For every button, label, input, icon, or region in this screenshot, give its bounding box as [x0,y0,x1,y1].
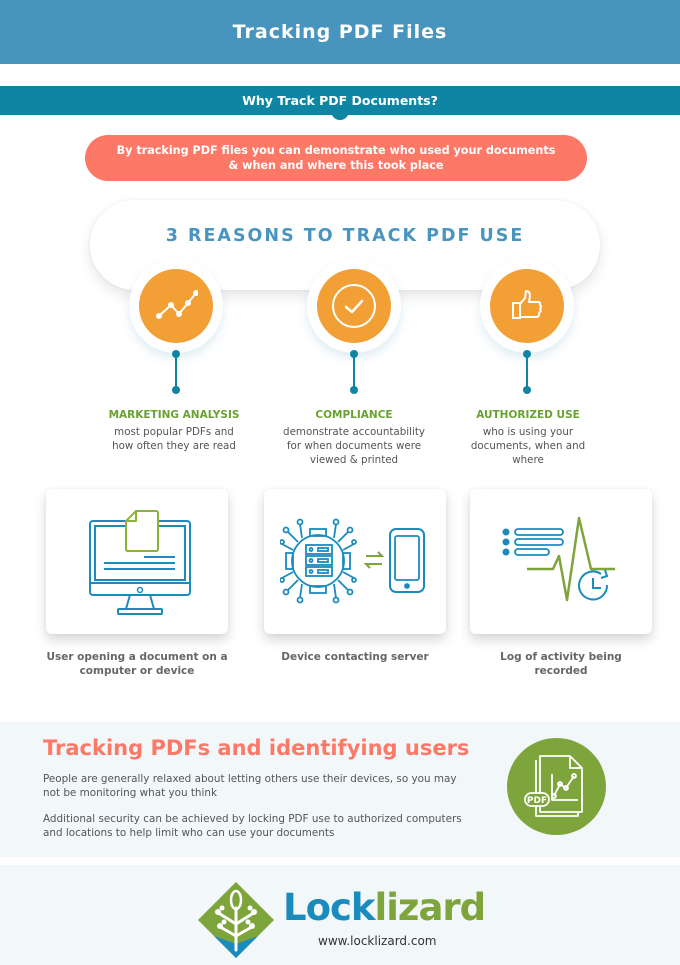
info-paragraph-1: People are generally relaxed about letti… [43,773,457,799]
thumbs-up-icon [512,290,542,319]
reason-title: COMPLIANCE [315,409,393,421]
server-phone-icon [280,518,425,603]
connector-dot [523,386,531,394]
connector-line [175,354,177,390]
reason-authorized: AUTHORIZED USE who is using your documen… [438,409,618,467]
reasons-title: 3 REASONS TO TRACK PDF USE [165,226,525,246]
check-circle-icon [332,284,376,328]
intro-line-2: & when and where this took place [228,159,444,172]
card-caption: Device contacting server [281,651,429,663]
reason-marketing-badge [129,259,223,353]
subheader-title: Why Track PDF Documents? [242,93,438,108]
page-title: Tracking PDF Files [232,21,448,43]
tree-logo-icon [198,882,274,958]
connector-line [526,354,528,390]
connector-dot [172,386,180,394]
info-paragraph-2: Additional security can be achieved by l… [43,813,462,839]
svg-text:PDF: PDF [526,796,546,806]
reason-title: MARKETING ANALYSIS [108,409,240,421]
pdf-chart-badge: PDF [507,738,606,835]
computer-document-icon [89,509,191,615]
reason-title: AUTHORIZED USE [476,409,580,421]
card-activity-log [470,489,652,634]
connector-line [353,354,355,390]
reason-authorized-badge [480,259,574,353]
subheader-notch [331,110,349,120]
card-device-contacting-server [264,489,446,634]
reason-marketing: MARKETING ANALYSIS most popular PDFs and… [84,409,264,453]
brand-wordmark: Locklizard [283,886,486,929]
card-caption: User opening a document on a computer or… [46,651,228,677]
locklizard-logo-mark [196,880,276,964]
info-title: Tracking PDFs and identifying users [43,736,470,760]
reason-compliance-badge [307,259,401,353]
reason-compliance: COMPLIANCE demonstrate accountability fo… [264,409,444,467]
reason-desc: most popular PDFs and how often they are… [112,426,236,452]
pdf-chart-icon: PDF [523,754,583,817]
page-header: Tracking PDF Files [0,0,680,64]
intro-banner: By tracking PDF files you can demonstrat… [85,135,587,181]
footer [0,865,680,965]
card-user-opening-document [46,489,228,634]
card-caption: Log of activity being recorded [500,651,622,677]
intro-line-1: By tracking PDF files you can demonstrat… [116,144,556,157]
line-chart-icon [156,290,198,319]
activity-log-icon [502,516,615,601]
connector-dot [350,386,358,394]
reason-desc: who is using your documents, when and wh… [470,426,586,466]
website-link[interactable]: www.locklizard.com [318,934,437,948]
reason-desc: demonstrate accountability for when docu… [283,426,425,466]
